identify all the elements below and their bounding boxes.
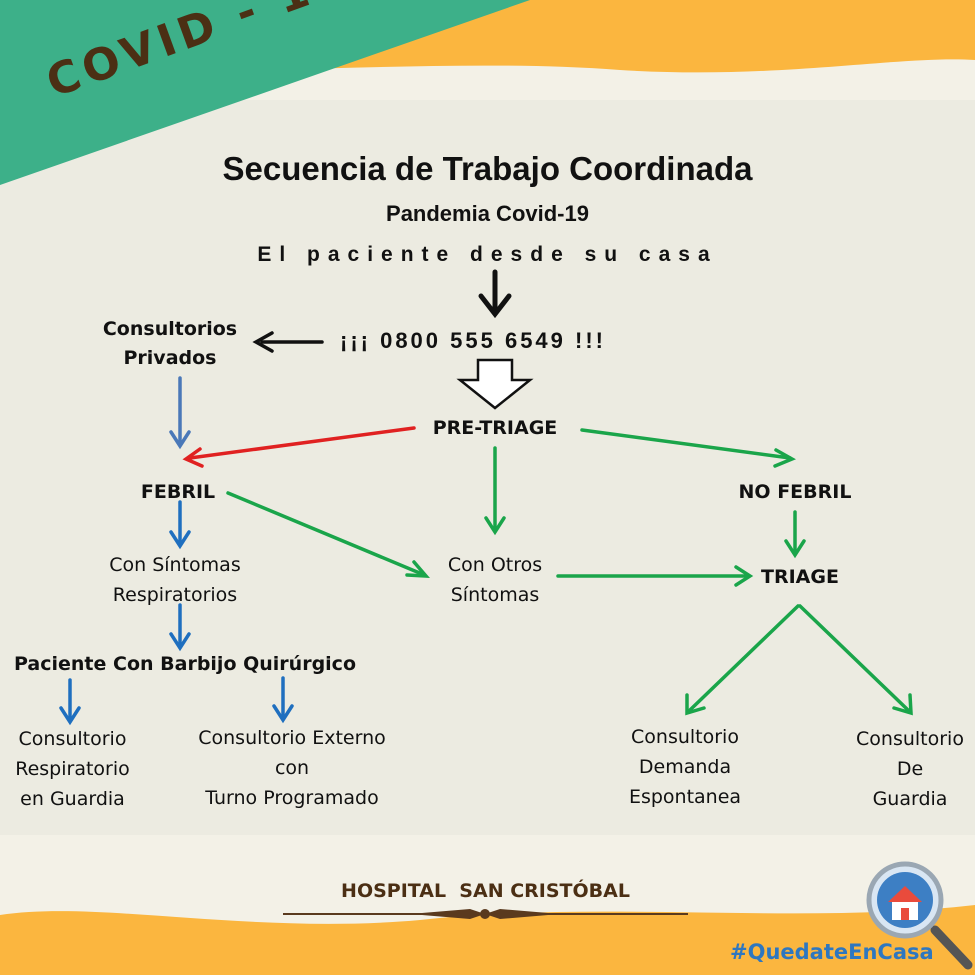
node-consultorio-respiratorio: Consultorio Respiratorio en Guardia [15, 728, 130, 810]
phone-number: ¡¡¡ 0800 555 6549 !!! [340, 328, 606, 353]
node-consultorio-externo: Consultorio Externo con Turno Programado [198, 727, 386, 809]
node-triage: TRIAGE [761, 566, 839, 588]
arrow-pretriage-to-febril [182, 426, 416, 468]
arrow-phone-to-pretriage [456, 358, 534, 410]
page-subtitle: Pandemia Covid-19 [386, 201, 589, 226]
hospital-name: HOSPITAL SAN CRISTÓBAL [341, 880, 630, 902]
arrow-otros-to-triage [556, 565, 754, 587]
node-febril: FEBRIL [140, 481, 216, 503]
node-pre-triage: PRE-TRIAGE [432, 417, 558, 439]
node-con-sintomas: Con Síntomas Respiratorios [109, 554, 241, 606]
arrow-pretriage-to-otros [484, 446, 506, 536]
arrow-privados-to-febril [169, 376, 191, 450]
node-consultorio-guardia: Consultorio De Guardia [856, 728, 964, 810]
node-con-otros: Con Otros Síntomas [447, 554, 543, 606]
arrow-febril-to-otros [226, 491, 430, 578]
arrow-febril-to-sintomas [169, 500, 191, 550]
arrow-phone-to-privados [252, 331, 324, 353]
arrow-nofebril-to-triage [784, 510, 806, 559]
arrow-barbijo-to-respiratorio [59, 678, 81, 726]
node-no-febril: NO FEBRIL [738, 481, 852, 503]
start-label: El paciente desde su casa [257, 243, 718, 266]
arrow-barbijo-to-externo [272, 676, 294, 724]
page-title: Secuencia de Trabajo Coordinada [222, 150, 753, 187]
hashtag: #QuedateEnCasa [730, 940, 934, 964]
arrow-sintomas-to-barbijo [169, 603, 191, 652]
arrow-start-to-phone [478, 269, 512, 319]
node-consultorio-demanda: Consultorio Demanda Espontanea [628, 726, 742, 808]
arrow-triage-to-demanda [685, 604, 800, 716]
node-consultorios-privados: Consultorios Privados [102, 318, 238, 369]
house-search-icon [866, 861, 973, 970]
footer-ornament [283, 909, 688, 919]
node-paciente-barbijo: Paciente Con Barbijo Quirúrgico [14, 653, 356, 675]
arrow-triage-to-guardia [798, 604, 913, 716]
arrow-pretriage-to-nofebril [580, 428, 797, 468]
